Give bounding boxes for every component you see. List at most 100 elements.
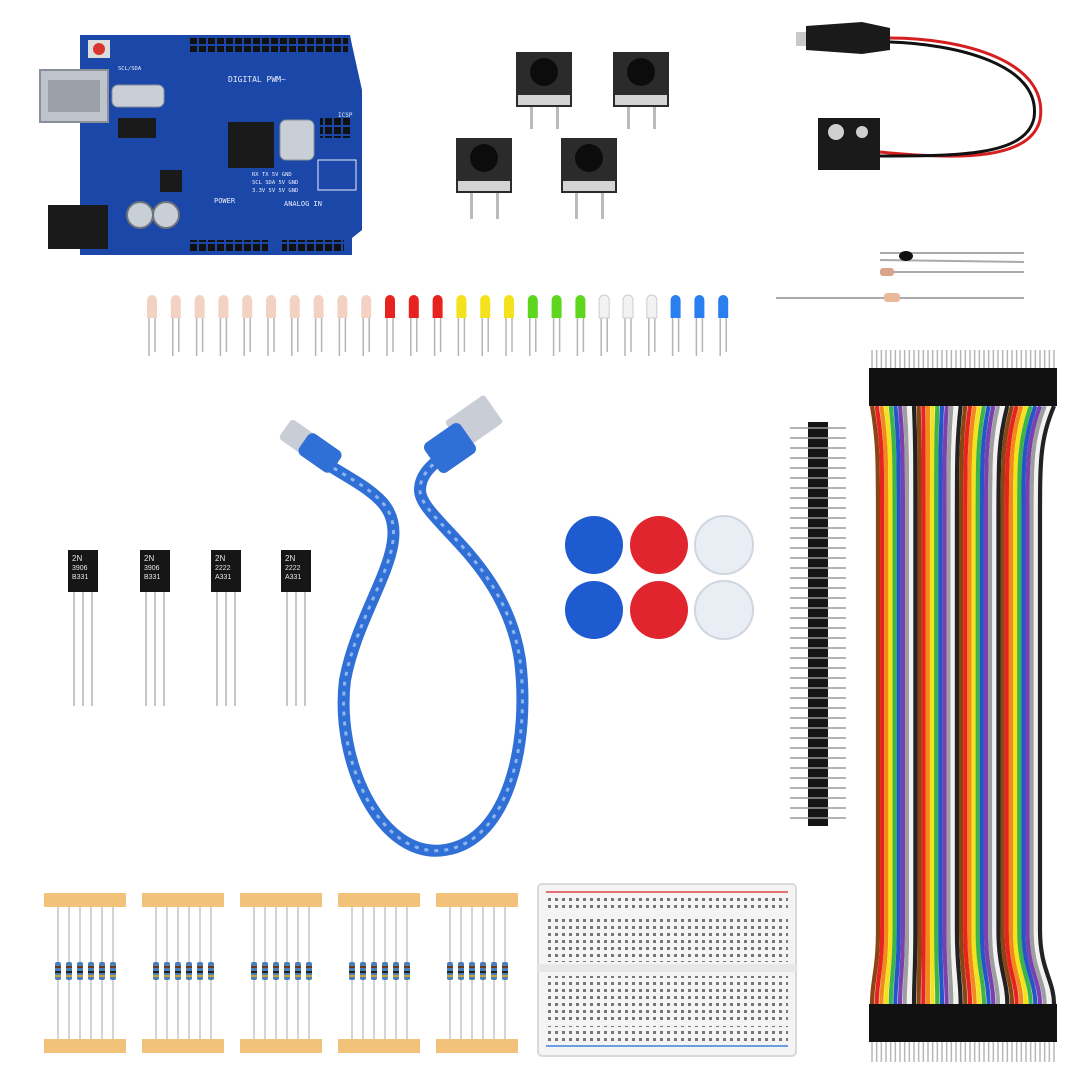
transistor-label: A331 [215,574,231,581]
jumper-wire [916,405,922,1005]
led-red [432,295,443,356]
pin-header-strip [790,422,846,826]
resistor-pack [240,893,322,1053]
transistor-label: 2N [215,554,225,563]
jumper-connector [1032,1004,1039,1042]
jumper-wire [971,405,982,1005]
digital-header [188,38,348,52]
jumper-connector [939,368,945,406]
transistor-label: 3906 [144,565,160,572]
led-white [646,294,658,356]
led-yellow [480,295,491,356]
jumper-connector [962,368,969,406]
jumper-wire [1012,405,1029,1005]
led-green [527,295,538,356]
jumper-connector [883,1004,889,1042]
transistor-label: 2N [144,554,154,563]
jumper-connector [873,1004,880,1042]
photoresistor [361,295,372,356]
capacitor [152,201,180,229]
jumper-connector [1004,368,1011,406]
cap-blue [565,581,623,639]
jumper-connector [906,368,913,406]
jumper-connector [981,368,987,406]
jumper-connector [1013,368,1020,406]
jumper-connector [925,1004,931,1042]
jumper-connector [897,368,903,406]
jumper-connector [1041,368,1048,406]
cap-white [694,515,754,575]
jumper-connector [878,1004,885,1042]
power-header [190,240,268,253]
microcontroller-chip [228,122,274,168]
io-label: SCL SDA 5V GND [252,180,298,186]
jumper-wire [1037,405,1057,1005]
transistor-label: B331 [72,574,88,581]
jumper-wire [1004,405,1019,1005]
jumper-wire [883,405,893,1005]
jumper-connector [915,368,922,406]
push-button [516,52,572,129]
resistor-packs [44,893,518,1053]
usb-cable [279,395,529,857]
jumper-connector [967,368,973,406]
jumper-wire [988,405,1001,1005]
photoresistor [242,295,253,356]
jumper-connector [939,1004,945,1042]
thermistor [899,251,913,261]
jumper-connector [948,368,955,406]
push-button [613,52,669,129]
led-blue [694,295,705,356]
jumper-connector [901,368,908,406]
jumper-connector [1037,1004,1043,1042]
cap-blue [565,516,623,574]
jumper-wire [893,405,901,1005]
led-green [575,295,586,356]
jumper-wires [869,350,1057,1062]
capacitor [126,201,154,229]
jumper-connector [873,368,880,406]
led-white [598,294,610,356]
volt-label: 3.3V 5V 5V GND [252,188,298,194]
jumper-wire [929,405,935,1005]
analog-label: ANALOG IN [284,200,322,208]
jumper-connector [1027,368,1034,406]
jumper-connector [995,368,1001,406]
jumper-connector [911,368,917,406]
photoresistor [337,295,348,356]
jumper-connector [897,1004,903,1042]
jumper-connector [971,1004,978,1042]
tactile-buttons [456,52,669,219]
jumper-connector [971,368,978,406]
jumper-connector [953,1004,959,1042]
jumper-wire [942,405,949,1005]
jumper-connector [878,368,885,406]
jumper-connector [1023,368,1029,406]
photoresistor [313,295,324,356]
push-button [561,138,617,219]
dc-jack [48,205,108,249]
jumper-connector [1018,1004,1025,1042]
led-white [622,294,634,356]
photoresistor [266,295,276,356]
jumper-connector [929,368,936,406]
photoresistor [218,295,229,356]
led-red [408,295,419,356]
jumper-connector [1051,1004,1057,1042]
jumper-connector [920,368,927,406]
jumper-wire [954,405,963,1005]
jumper-wire [934,405,940,1005]
digital-label: DIGITAL PWM~ [228,75,286,84]
button-caps [565,515,754,640]
led-yellow [504,295,514,356]
jumper-connector [1004,1004,1011,1042]
jumper-wire [902,405,910,1005]
jumper-connector [869,368,875,406]
jumper-connector [1041,1004,1048,1042]
jumper-connector [1009,368,1015,406]
led-green [551,295,562,356]
jumper-connector [995,1004,1001,1042]
transistor-label: A331 [285,574,301,581]
